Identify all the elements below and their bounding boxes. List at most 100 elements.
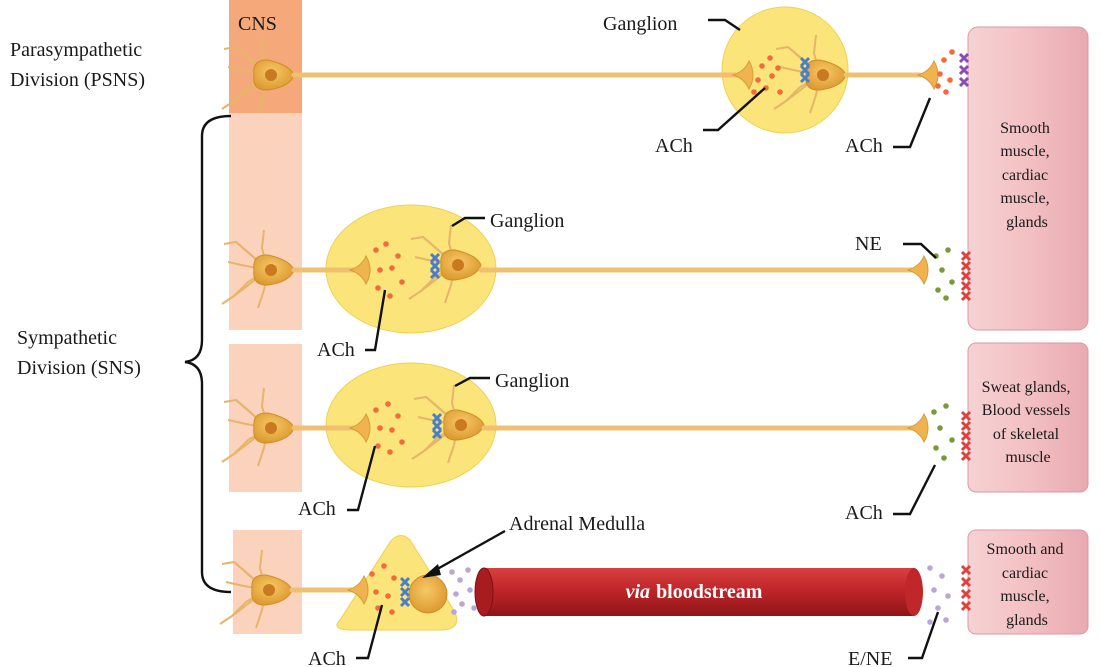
ach-label-sns-2b: ACh <box>845 502 883 524</box>
muscarinic-receptor <box>960 410 972 422</box>
ach-dot <box>949 49 955 55</box>
ne-dot <box>949 279 955 285</box>
ach-label-sns-3: ACh <box>308 648 346 667</box>
neurotransmitter-layer <box>369 49 955 625</box>
neurons-layer <box>219 34 939 629</box>
ach-dot <box>385 401 391 407</box>
ne-dot <box>939 267 945 273</box>
neuron-nucleus <box>265 264 277 276</box>
adrenergic-receptor <box>960 576 972 588</box>
ne-dot <box>945 247 951 253</box>
ach-dot <box>937 71 943 77</box>
muscarinic-receptor <box>958 76 970 88</box>
sns-label: Sympathetic Division (SNS) <box>17 327 141 379</box>
ne-dot <box>935 287 941 293</box>
ach-dot <box>751 89 757 95</box>
ach-dot <box>941 455 947 461</box>
neuron-nucleus <box>455 419 467 431</box>
ach-dot <box>387 449 393 455</box>
nicotinic-receptor <box>399 596 411 608</box>
ach-dot <box>395 253 401 259</box>
neuron-nucleus <box>817 69 829 81</box>
ach-dot <box>947 77 953 83</box>
ach-dot <box>387 293 393 299</box>
e-ne-dot <box>931 587 937 593</box>
e-ne-dot <box>465 567 471 573</box>
leader-ach-sns-1 <box>365 289 387 352</box>
preganglionic-neuron-psns <box>221 34 295 114</box>
ne-dot <box>943 295 949 301</box>
target-smooth-cardiac-glands <box>967 26 1089 331</box>
receptors-layer <box>399 52 972 612</box>
axon-terminal-sns-2-pre <box>348 412 371 444</box>
ach-dot <box>943 89 949 95</box>
adrenergic-receptor <box>960 588 972 600</box>
ach-dot <box>935 83 941 89</box>
axon-terminal-sns-2-post <box>906 412 929 444</box>
axon-terminal-sns-3 <box>346 574 369 606</box>
leader-ganglion-sns-2 <box>454 376 490 388</box>
leader-ach-sns-3 <box>356 604 384 660</box>
muscarinic-receptor <box>958 52 970 64</box>
ach-dot <box>389 427 395 433</box>
leader-ganglion-sns-1 <box>451 216 485 228</box>
target-label-3: Smooth and cardiac muscle, glands <box>987 541 1068 629</box>
target-label-1: Smooth muscle, cardiac muscle, glands <box>1000 120 1054 231</box>
muscarinic-receptor <box>960 440 972 452</box>
blood-vessel <box>474 567 923 617</box>
nicotinic-receptor <box>799 56 811 68</box>
e-ne-dot <box>471 605 477 611</box>
adrenergic-receptor <box>960 270 972 282</box>
e-ne-dot <box>467 587 473 593</box>
ach-dot <box>395 413 401 419</box>
e-ne-dot <box>945 593 951 599</box>
neuron-nucleus <box>452 259 464 271</box>
muscarinic-receptor <box>960 430 972 442</box>
ach-dot <box>373 407 379 413</box>
ach-dot <box>933 445 939 451</box>
ach-dot <box>767 55 773 61</box>
adrenergic-receptor <box>960 250 972 262</box>
nicotinic-receptor <box>399 576 411 588</box>
nicotinic-receptor <box>429 252 441 264</box>
adrenal-medulla-label: Adrenal Medulla <box>509 513 645 535</box>
preganglionic-neuron-sns-3 <box>219 549 293 629</box>
ach-dot <box>375 285 381 291</box>
e-ne-dot <box>449 569 455 575</box>
muscarinic-receptor <box>960 420 972 432</box>
adrenergic-receptor <box>960 600 972 612</box>
ach-dot <box>759 63 765 69</box>
postganglionic-neuron-psns <box>773 34 847 114</box>
chromaffin-cell <box>408 574 448 614</box>
nicotinic-receptor <box>431 412 443 424</box>
target-label-2: Sweat glands, Blood vessels of skeletal … <box>982 379 1075 466</box>
e-ne-dot <box>927 619 933 625</box>
ach-dot <box>377 425 383 431</box>
leader-ach-sns-2b <box>893 464 937 516</box>
nicotinic-receptor <box>431 420 443 432</box>
leader-e-ne <box>908 611 940 660</box>
nicotinic-receptor <box>431 428 443 440</box>
e-ne-dot <box>453 591 459 597</box>
leader-ach-psns-2 <box>893 97 932 149</box>
preganglionic-neuron-sns-2 <box>221 387 295 467</box>
ach-dot <box>375 443 381 449</box>
ach-label-psns-2: ACh <box>845 135 883 157</box>
leader-ach-sns-2 <box>347 445 377 512</box>
psns-label: Parasympathetic Division (PSNS) <box>10 39 147 91</box>
ach-dot <box>777 89 783 95</box>
ach-dot <box>399 439 405 445</box>
axon-terminal-psns-post <box>916 59 939 91</box>
ach-label-sns-1: ACh <box>317 339 355 361</box>
ach-dot <box>755 77 761 83</box>
ach-dot <box>389 265 395 271</box>
ach-dot <box>937 425 943 431</box>
e-ne-label: E/NE <box>848 648 892 667</box>
neuron-nucleus <box>263 584 275 596</box>
muscarinic-receptor <box>958 64 970 76</box>
e-ne-dot <box>451 609 457 615</box>
nicotinic-receptor <box>799 72 811 84</box>
ganglion-label-sns-2: Ganglion <box>495 370 569 392</box>
